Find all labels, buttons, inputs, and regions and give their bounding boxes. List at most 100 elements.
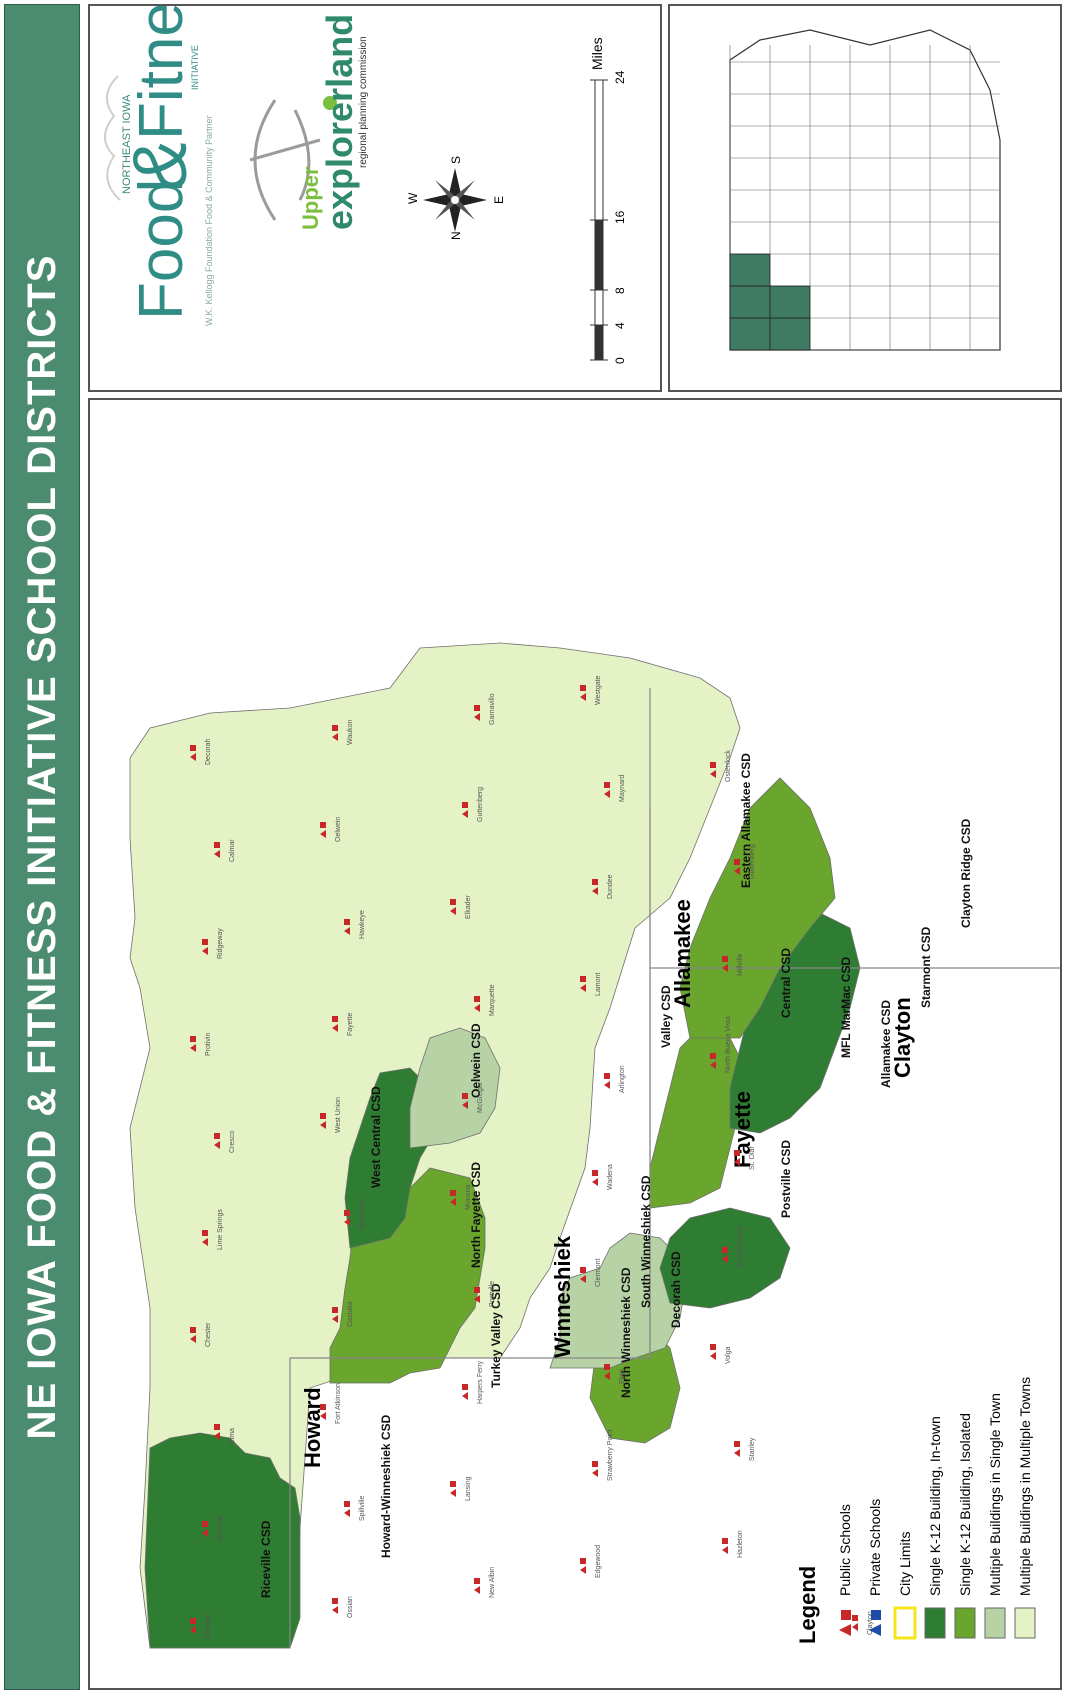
- public-school-icon: [710, 1352, 716, 1360]
- school-building-icon: [344, 1501, 350, 1507]
- scale-tick-label: 24: [613, 70, 627, 84]
- town-label: Oelwein: [335, 817, 342, 842]
- county-label: Winneshiek: [550, 1235, 575, 1358]
- school-building-icon: [734, 1441, 740, 1447]
- public-school-icon: [320, 830, 326, 838]
- public-school-icon: [190, 1335, 196, 1343]
- district-label: Valley CSD: [659, 985, 673, 1048]
- legend-item-label: Private Schools: [867, 1499, 883, 1596]
- public-school-icon: [710, 770, 716, 778]
- town-label: Guttenberg: [477, 787, 484, 822]
- compass-n: N: [449, 231, 463, 240]
- scale-unit: Miles: [589, 37, 605, 70]
- town-label: New Albin: [489, 1567, 496, 1598]
- town-label: Strawberry Point: [607, 1429, 614, 1481]
- town-label: Millville: [737, 953, 744, 976]
- town-label: Marquette: [489, 984, 496, 1016]
- town-label: Garnavillo: [489, 693, 496, 725]
- compass-rose-icon: N S W E: [406, 156, 506, 240]
- food-fitness-word2: Fitness: [127, 6, 196, 140]
- school-building-icon: [332, 1307, 338, 1313]
- town-label: Cresco: [229, 1131, 236, 1153]
- district-map: HowardWinneshiekAllamakeeFayetteClayton …: [129, 642, 1066, 1649]
- town-label: West Union: [335, 1097, 342, 1133]
- scale-tick-label: 4: [613, 322, 627, 329]
- public-school-icon: [604, 1372, 610, 1380]
- legend-swatch: [924, 1607, 946, 1639]
- public-school-icon: [734, 1158, 740, 1166]
- food-fitness-small-top: NORTHEAST IOWA: [121, 94, 133, 194]
- public-school-icon: [332, 1606, 338, 1614]
- town-label: Dundee: [607, 874, 614, 899]
- public-school-icon: [332, 733, 338, 741]
- town-label: Osterdock: [725, 750, 732, 782]
- public-school-icon: [462, 1101, 468, 1109]
- town-label: St. Olaf: [749, 1147, 756, 1170]
- public-school-icon: [450, 1489, 456, 1497]
- town-label: Elgin: [619, 1368, 626, 1384]
- public-school-icon: [592, 887, 598, 895]
- school-building-icon: [450, 1190, 456, 1196]
- town-label: Fayette: [347, 1013, 354, 1036]
- town-label: Calmar: [229, 839, 236, 862]
- school-building-icon: [841, 1610, 851, 1620]
- town-label: Harpers Ferry: [477, 1360, 484, 1404]
- public-school-icon: [734, 867, 740, 875]
- ne-iowa-highlight: [729, 253, 811, 351]
- public-school-icon: [722, 1255, 728, 1263]
- public-school-icon: [214, 1432, 220, 1440]
- school-building-icon: [604, 1073, 610, 1079]
- title-bar: NE IOWA FOOD & FITNESS INITIATIVE SCHOOL…: [4, 4, 80, 1690]
- school-building-icon: [852, 1615, 858, 1621]
- school-building-icon: [592, 1461, 598, 1467]
- school-building-icon: [214, 1424, 220, 1430]
- region-light-base: [129, 642, 741, 1649]
- public-school-icon: [604, 1081, 610, 1089]
- school-building-icon: [734, 1150, 740, 1156]
- legend-swatch: [1014, 1607, 1036, 1639]
- school-building-icon: [450, 899, 456, 905]
- school-building-icon: [604, 1364, 610, 1370]
- public-school-icon: [462, 810, 468, 818]
- public-school-icon: [839, 1624, 851, 1636]
- school-building-icon: [190, 745, 196, 751]
- food-fitness-logo: NORTHEAST IOWA Food & Fitness INITIATIVE…: [104, 0, 214, 326]
- public-school-icon: [214, 850, 220, 858]
- public-school-icon: [474, 713, 480, 721]
- town-label: Hawkeye: [359, 910, 366, 939]
- district-label: Howard-Winneshiek CSD: [379, 1414, 393, 1558]
- public-school-icon: [190, 1626, 196, 1634]
- school-building-icon: [190, 1618, 196, 1624]
- town-label: Arlington: [619, 1065, 626, 1093]
- town-label: Lamont: [595, 973, 602, 996]
- legend-item-label: Single K-12 Building, In-town: [927, 1416, 943, 1596]
- school-building-icon: [722, 956, 728, 962]
- school-building-icon: [450, 1481, 456, 1487]
- school-building-icon: [332, 725, 338, 731]
- town-label: Waucoma: [359, 1199, 366, 1230]
- school-building-icon: [604, 782, 610, 788]
- town-label: Waukon: [347, 719, 354, 745]
- public-school-icon: [474, 1295, 480, 1303]
- school-building-icon: [734, 859, 740, 865]
- public-school-icon: [722, 964, 728, 972]
- district-label: West Central CSD: [369, 1086, 383, 1188]
- town-label: North Buena Vista: [725, 1016, 732, 1073]
- district-label: Postville CSD: [779, 1140, 793, 1218]
- compass-s: S: [449, 156, 463, 164]
- school-building-icon: [580, 1558, 586, 1564]
- explorerland-upper: Upper: [298, 166, 323, 230]
- legend-swatch: [954, 1607, 976, 1639]
- public-school-icon: [450, 907, 456, 915]
- page-title: NE IOWA FOOD & FITNESS INITIATIVE SCHOOL…: [19, 254, 64, 1440]
- town-label: Elkader: [465, 895, 472, 919]
- compass-e: E: [492, 196, 506, 204]
- public-school-icon: [710, 1061, 716, 1069]
- school-building-icon: [190, 1327, 196, 1333]
- public-school-icon: [190, 1044, 196, 1052]
- scale-tick-label: 8: [613, 287, 627, 294]
- school-building-icon: [474, 1287, 480, 1293]
